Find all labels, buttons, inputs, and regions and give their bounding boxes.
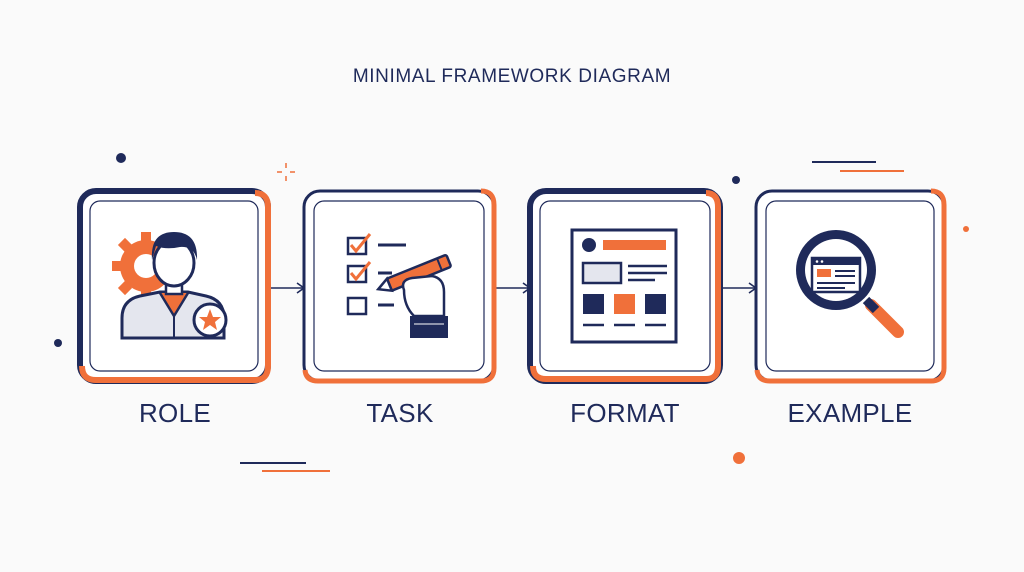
step-label-task: TASK xyxy=(366,398,434,428)
sparkle-icon xyxy=(277,163,295,181)
magnifier-webpage-icon xyxy=(796,230,904,338)
diagram-title: MINIMAL FRAMEWORK DIAGRAM xyxy=(352,66,672,87)
decor-dot xyxy=(54,339,62,347)
step-label-role: ROLE xyxy=(138,398,211,428)
checklist-pencil-icon xyxy=(346,233,452,338)
connector-arrow xyxy=(493,282,532,294)
decor-dot xyxy=(733,452,745,464)
connector-arrow xyxy=(268,282,306,294)
document-layout-icon xyxy=(570,228,678,344)
connector-arrow xyxy=(719,282,758,294)
step-label-example: EXAMPLE xyxy=(787,398,913,428)
decor-dot xyxy=(732,176,740,184)
person-gear-star-icon xyxy=(112,232,228,340)
decor-dot xyxy=(116,153,126,163)
step-label-format: FORMAT xyxy=(570,398,680,428)
decor-dot xyxy=(963,226,969,232)
